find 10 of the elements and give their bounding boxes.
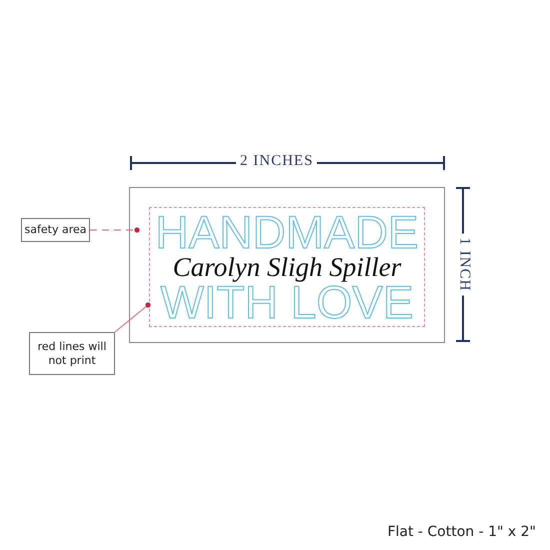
label-background-text: WITH LOVE: [160, 282, 414, 322]
label-background-text: HANDMADE: [155, 212, 419, 252]
callout-box: red lines will not print: [29, 332, 115, 375]
leader-line: [114, 302, 151, 332]
name-text: Carolyn Sligh Spiller: [172, 252, 402, 282]
safety-area-outline: [149, 207, 425, 327]
callout-box: safety area: [21, 218, 90, 242]
label-card: [129, 187, 445, 343]
product-caption: Flat - Cotton - 1" x 2": [387, 524, 536, 540]
leader-line: [90, 227, 140, 233]
